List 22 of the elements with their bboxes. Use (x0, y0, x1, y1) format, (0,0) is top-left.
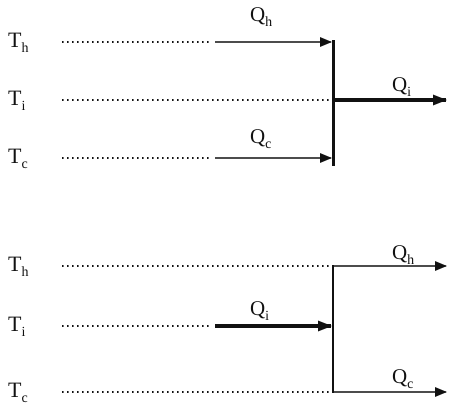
edge-label: Q$_{c}$ (392, 366, 414, 392)
arrow (215, 320, 332, 332)
temperature-label: T$_{h}$ (8, 252, 28, 280)
edge-label: Q$_{i}$ (392, 74, 412, 100)
arrow (334, 387, 447, 397)
dotted-line (62, 41, 210, 43)
dotted-line (62, 157, 210, 159)
temperature-label: T$_{c}$ (8, 144, 28, 172)
temperature-label: T$_{h}$ (8, 28, 28, 56)
edge-label: Q$_{i}$ (250, 298, 270, 324)
temperature-label: T$_{c}$ (8, 378, 28, 403)
arrow (335, 94, 447, 106)
edge-label: Q$_{c}$ (250, 126, 272, 152)
junction-bar (332, 40, 335, 166)
dotted-line (62, 325, 210, 327)
arrow (334, 261, 447, 271)
arrow (215, 153, 332, 163)
edge-label: Q$_{h}$ (250, 4, 272, 30)
temperature-label: T$_{i}$ (8, 86, 26, 114)
arrow (215, 37, 332, 47)
edge-label: Q$_{h}$ (392, 242, 414, 268)
temperature-label: T$_{i}$ (8, 312, 26, 340)
